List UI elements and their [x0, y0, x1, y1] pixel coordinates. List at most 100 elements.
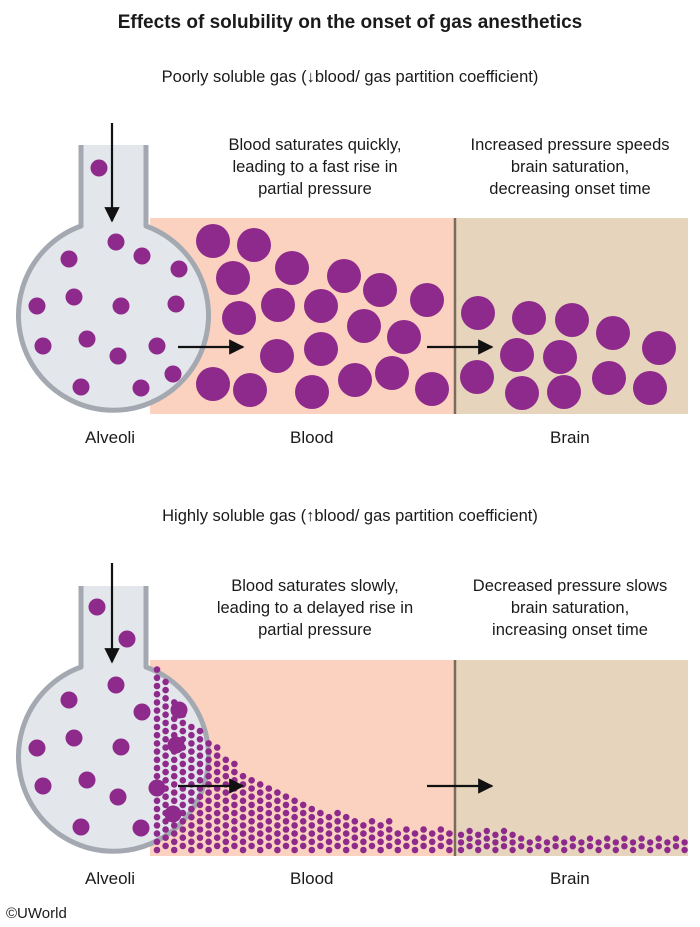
- gas-particle: [415, 372, 449, 406]
- gas-particle: [213, 842, 221, 850]
- gas-particle: [213, 752, 221, 759]
- gas-particle: [188, 789, 195, 796]
- gas-particle: [170, 805, 178, 813]
- gas-particle: [188, 723, 195, 731]
- gas-particle: [461, 296, 495, 330]
- gas-particle: [385, 818, 393, 825]
- gas-particle: [162, 695, 169, 702]
- gas-particle: [282, 801, 290, 809]
- gas-particle: [153, 805, 161, 813]
- gas-particle: [457, 839, 465, 846]
- gas-particle: [248, 826, 255, 833]
- gas-particle: [222, 789, 230, 796]
- gas-particle: [109, 347, 127, 365]
- gas-particle: [196, 752, 204, 759]
- gas-particle: [196, 224, 230, 258]
- gas-particle: [360, 830, 367, 837]
- gas-particle: [196, 834, 204, 841]
- gas-particle: [179, 842, 187, 850]
- gas-particle: [475, 839, 482, 846]
- gas-particle: [308, 813, 316, 821]
- gas-particle: [282, 834, 290, 841]
- gas-particle: [170, 764, 178, 772]
- gas-particle: [248, 842, 255, 850]
- gas-particle: [213, 777, 221, 784]
- gas-particle: [162, 826, 169, 833]
- gas-particle: [256, 846, 264, 854]
- gas-particle: [327, 259, 361, 293]
- gas-particle: [170, 723, 178, 731]
- top-blood-particles: [196, 224, 449, 409]
- gas-particle: [334, 826, 341, 833]
- bottom-brain-caption: Decreased pressure slows brain saturatio…: [472, 577, 668, 639]
- gas-particle: [222, 838, 230, 846]
- gas-particle: [256, 789, 264, 796]
- gas-particle: [256, 822, 264, 829]
- gas-particle: [239, 846, 247, 854]
- gas-particle: [325, 830, 333, 837]
- gas-particle: [153, 813, 161, 821]
- gas-particle: [222, 772, 230, 780]
- gas-particle: [153, 830, 161, 837]
- gas-particle: [334, 834, 341, 841]
- gas-particle: [275, 251, 309, 285]
- gas-particle: [153, 789, 161, 796]
- gas-particle: [261, 288, 295, 322]
- gas-particle: [112, 297, 130, 315]
- gas-particle: [170, 715, 178, 723]
- gas-particle: [325, 846, 333, 854]
- gas-particle: [446, 838, 453, 846]
- gas-particle: [377, 838, 384, 846]
- gas-particle: [153, 731, 161, 739]
- gas-particle: [586, 843, 594, 850]
- gas-particle: [368, 826, 376, 833]
- gas-particle: [222, 805, 230, 813]
- gas-particle: [162, 834, 169, 841]
- gas-particle: [153, 707, 161, 714]
- gas-particle: [196, 768, 204, 776]
- gas-particle: [162, 678, 169, 686]
- gas-particle: [205, 830, 212, 837]
- gas-particle: [78, 771, 96, 789]
- gas-particle: [222, 301, 256, 335]
- gas-particle: [179, 793, 187, 800]
- gas-particle: [604, 835, 611, 842]
- gas-particle: [179, 809, 187, 817]
- gas-particle: [248, 818, 255, 825]
- gas-particle: [196, 744, 204, 751]
- gas-particle: [196, 777, 204, 784]
- gas-particle: [420, 834, 427, 841]
- gas-particle: [578, 846, 585, 854]
- gas-particle: [188, 740, 195, 747]
- gas-particle: [304, 332, 338, 366]
- gas-particle: [317, 834, 324, 841]
- bottom-brain-region: [455, 660, 688, 856]
- gas-particle: [153, 772, 161, 780]
- gas-particle: [179, 760, 187, 768]
- gas-particle: [28, 297, 46, 315]
- gas-particle: [642, 331, 676, 365]
- gas-particle: [368, 818, 376, 825]
- gas-particle: [205, 813, 212, 821]
- gas-particle: [295, 375, 329, 409]
- gas-particle: [334, 818, 341, 825]
- gas-particle: [446, 846, 453, 854]
- gas-particle: [162, 777, 169, 784]
- gas-particle: [205, 838, 212, 846]
- gas-particle: [672, 843, 680, 850]
- gas-particle: [196, 826, 204, 833]
- gas-particle: [196, 760, 204, 768]
- gas-particle: [153, 846, 161, 854]
- gas-particle: [299, 842, 307, 850]
- gas-particle: [162, 818, 169, 825]
- gas-particle: [360, 846, 367, 854]
- top-alveoli-particles: [28, 159, 188, 397]
- gas-particle: [265, 785, 273, 792]
- gas-particle: [248, 785, 255, 792]
- gas-particle: [162, 842, 169, 850]
- gas-particle: [248, 793, 255, 800]
- gas-particle: [239, 830, 247, 837]
- gas-particle: [411, 846, 419, 854]
- gas-particle: [351, 818, 359, 825]
- gas-particle: [162, 736, 169, 743]
